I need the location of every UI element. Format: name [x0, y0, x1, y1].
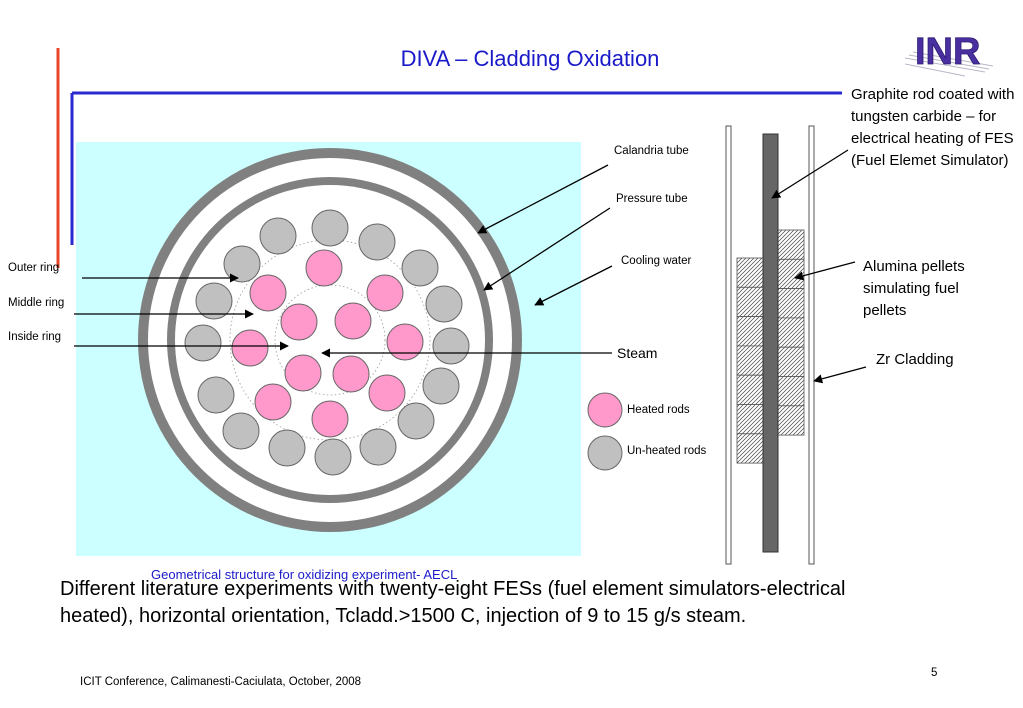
- body-paragraph: Different literature experiments with tw…: [60, 578, 846, 627]
- alumina-pellet: [777, 317, 805, 348]
- unheated-rod: [268, 429, 306, 467]
- heated-rod: [332, 355, 370, 393]
- label-middle-ring: Middle ring: [8, 297, 65, 309]
- label-graphite-rod: Graphite rod coated with tungsten carbid…: [851, 86, 1015, 169]
- label-outer-ring: Outer ring: [8, 262, 60, 274]
- alumina-pellet: [736, 286, 764, 317]
- inr-logo-graphic: INR: [905, 31, 994, 77]
- cooling-water-arrow: [534, 265, 613, 306]
- unheated-rod: [311, 209, 349, 247]
- label-zr-cladding: Zr Cladding: [876, 351, 954, 368]
- label-inside-ring: Inside ring: [8, 331, 62, 343]
- unheated-rod: [195, 282, 233, 320]
- alumina-pellet: [736, 404, 764, 435]
- alumina-pellet: [736, 257, 764, 288]
- unheated-rod: [432, 327, 470, 365]
- alumina-pellet: [736, 316, 764, 347]
- unheated-rod: [422, 367, 460, 405]
- alumina-pellet: [736, 345, 764, 376]
- heated-rod: [249, 274, 287, 312]
- cladding-wall-right: [808, 125, 815, 565]
- heated-rod: [386, 323, 424, 361]
- heated-rod: [311, 400, 349, 438]
- alumina-pellet: [736, 374, 764, 405]
- graphite-rod: [762, 133, 779, 553]
- footer-text: ICIT Conference, Calimanesti-Caciulata, …: [80, 676, 362, 688]
- cladding-wall-left: [725, 125, 732, 565]
- legend-heated-swatch: [587, 392, 623, 428]
- alumina-arrow: [794, 261, 856, 281]
- zr-cladding-arrow: [813, 366, 867, 384]
- heated-rod: [368, 374, 406, 412]
- heated-rod: [231, 329, 269, 367]
- pressure-tube-arrow: [483, 207, 611, 291]
- alumina-pellet: [777, 376, 805, 407]
- legend-unheated-label: Un-heated rods: [627, 445, 707, 457]
- unheated-rod: [359, 428, 397, 466]
- label-cooling-water: Cooling water: [621, 255, 692, 267]
- unheated-rod: [259, 217, 297, 255]
- fuel-bundle: [184, 209, 470, 476]
- heated-rod: [254, 383, 292, 421]
- unheated-rod: [314, 438, 352, 476]
- alumina-pellet: [736, 433, 764, 464]
- unheated-rod: [197, 376, 235, 414]
- alumina-pellet: [777, 405, 805, 436]
- unheated-rod: [397, 402, 435, 440]
- unheated-rod: [425, 285, 463, 323]
- legend-unheated-swatch: [587, 435, 623, 471]
- unheated-rod: [184, 324, 222, 362]
- unheated-rod: [223, 245, 261, 283]
- figure-caption: Geometrical structure for oxidizing expe…: [151, 567, 458, 582]
- calandria-arrow: [477, 164, 609, 234]
- unheated-rod: [401, 249, 439, 287]
- alumina-pellets: [736, 229, 805, 464]
- page-number: 5: [931, 667, 938, 679]
- logo-text: INR: [915, 31, 980, 73]
- heated-rod: [284, 354, 322, 392]
- inr-logo: INR: [905, 28, 1000, 78]
- inside-ring-guide: [274, 284, 386, 396]
- label-calandria-tube: Calandria tube: [614, 145, 689, 157]
- heated-rod: [334, 302, 372, 340]
- alumina-pellet: [777, 346, 805, 377]
- label-pressure-tube: Pressure tube: [616, 193, 688, 205]
- heated-rod: [305, 249, 343, 287]
- label-steam: Steam: [617, 345, 658, 361]
- label-alumina-pellets: Alumina pellets simulating fuel pellets: [863, 258, 965, 319]
- unheated-rod: [222, 412, 260, 450]
- alumina-pellet: [777, 258, 805, 289]
- unheated-rod: [358, 223, 396, 261]
- heated-rod: [280, 303, 318, 341]
- graphite-rod-arrow: [771, 149, 849, 199]
- slide-title: DIVA – Cladding Oxidation: [400, 46, 660, 71]
- alumina-pellet: [777, 288, 805, 319]
- heated-rod: [366, 274, 404, 312]
- legend-heated-label: Heated rods: [627, 404, 690, 416]
- alumina-pellet: [777, 229, 805, 260]
